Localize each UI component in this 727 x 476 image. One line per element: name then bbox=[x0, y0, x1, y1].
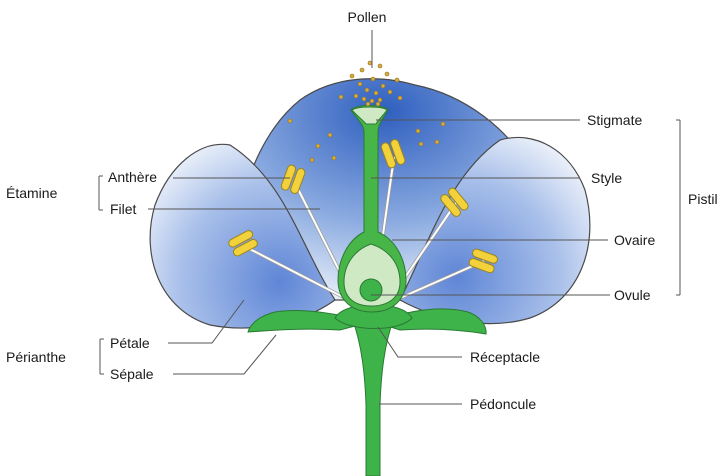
label-pollen: Pollen bbox=[348, 9, 387, 25]
label-petale: Pétale bbox=[110, 335, 150, 351]
label-pistil: Pistil bbox=[688, 191, 718, 207]
label-filet: Filet bbox=[110, 201, 137, 217]
label-etamine: Étamine bbox=[6, 185, 58, 201]
label-perianthe: Périanthe bbox=[6, 349, 66, 365]
label-stigmate: Stigmate bbox=[587, 112, 642, 128]
label-ovaire: Ovaire bbox=[614, 232, 655, 248]
label-anthere: Anthère bbox=[108, 169, 157, 185]
label-ovule: Ovule bbox=[614, 287, 651, 303]
ovule bbox=[360, 279, 382, 301]
label-sepale: Sépale bbox=[110, 366, 154, 382]
label-receptacle: Réceptacle bbox=[470, 349, 540, 365]
label-pedoncule: Pédoncule bbox=[470, 396, 536, 412]
label-style: Style bbox=[591, 170, 622, 186]
